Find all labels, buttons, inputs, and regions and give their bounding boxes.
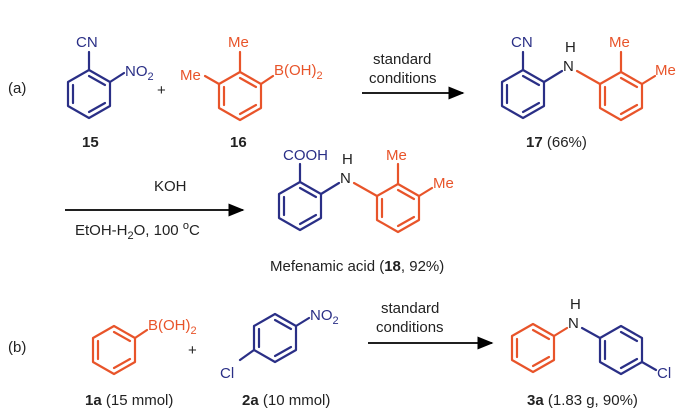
c17-cn-label: CN <box>511 34 533 51</box>
c2a-no2-label: NO2 <box>310 307 339 327</box>
c3a-nh-n: N <box>568 315 579 332</box>
c15-no2-label: NO2 <box>125 63 154 83</box>
c1a-boh-label: B(OH)2 <box>148 317 197 337</box>
c18-me-top: Me <box>386 147 407 164</box>
c18-nh-n: N <box>340 170 351 187</box>
arrow3-cond-2: conditions <box>376 319 444 336</box>
arrow2-cond-2: EtOH-H2O, 100 oC <box>75 220 200 242</box>
compound-17-structure <box>500 50 657 122</box>
c15-cn-label: CN <box>76 34 98 51</box>
arrow2-cond-1: KOH <box>154 178 187 195</box>
arrow1-cond-1: standard <box>373 51 431 68</box>
c17-me-top: Me <box>609 34 630 51</box>
part-b-plus: + <box>188 342 197 359</box>
compound-2a-caption: 2a (10 mmol) <box>242 392 330 409</box>
part-b-label: (b) <box>8 339 26 356</box>
c18-cooh-label: COOH <box>283 147 328 164</box>
compound-16-id: 16 <box>230 134 247 151</box>
c17-nh-h: H <box>565 39 576 56</box>
compound-3a-caption: 3a (1.83 g, 90%) <box>527 392 638 409</box>
arrow1-cond-2: conditions <box>369 70 437 87</box>
part-a-plus: + <box>157 82 166 99</box>
c3a-nh-h: H <box>570 296 581 313</box>
c18-nh-h: H <box>342 151 353 168</box>
c2a-cl-label: Cl <box>220 365 234 382</box>
c18-me-right: Me <box>433 175 454 192</box>
compound-15-id: 15 <box>82 134 99 151</box>
compound-18-caption: Mefenamic acid (18, 92%) <box>270 258 444 275</box>
arrow3-cond-1: standard <box>381 300 439 317</box>
c16-me-left: Me <box>180 67 201 84</box>
compound-16-structure <box>203 50 275 122</box>
compound-18-structure <box>277 162 434 234</box>
compound-2a-structure <box>238 312 311 364</box>
c16-me-top: Me <box>228 34 249 51</box>
c16-boh-label: B(OH)2 <box>274 62 323 82</box>
compound-1a-caption: 1a (15 mmol) <box>85 392 173 409</box>
c17-me-right: Me <box>655 62 676 79</box>
part-a-label: (a) <box>8 80 26 97</box>
c17-nh-n: N <box>563 58 574 75</box>
compound-17-caption: 17 (66%) <box>526 134 587 151</box>
c3a-cl-label: Cl <box>657 365 671 382</box>
compound-15-structure <box>66 50 126 120</box>
compound-3a-structure <box>510 322 658 376</box>
compound-1a-structure <box>91 324 149 376</box>
